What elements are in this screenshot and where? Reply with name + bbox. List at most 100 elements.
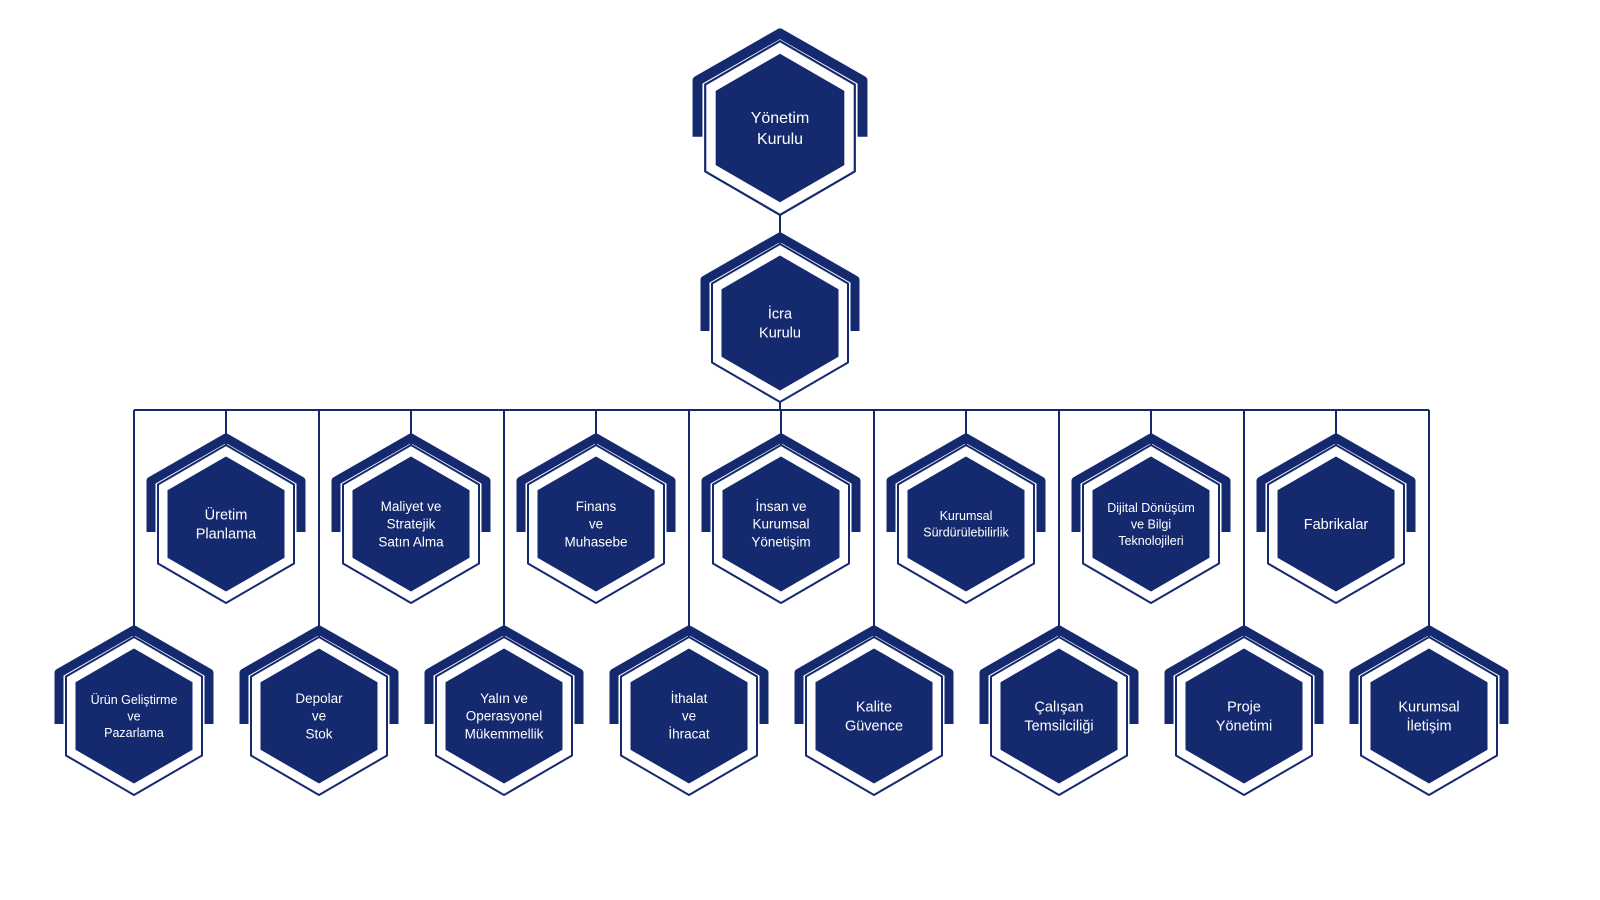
node-label-line: Stratejik bbox=[387, 517, 436, 532]
node-label-line: Muhasebe bbox=[564, 535, 627, 550]
node-label-line: ve bbox=[312, 709, 326, 724]
node-label-line: Çalışan bbox=[1034, 699, 1083, 715]
hex-fill bbox=[352, 456, 470, 592]
connectors bbox=[133, 214, 1430, 637]
hex-fill bbox=[75, 648, 193, 784]
node-label-line: Güvence bbox=[845, 719, 903, 735]
node-label-line: İletişim bbox=[1406, 717, 1451, 735]
node-label-line: ve bbox=[682, 709, 696, 724]
hex-fill bbox=[1277, 456, 1395, 592]
hex-fill bbox=[722, 456, 840, 592]
hex-bracket bbox=[331, 433, 491, 532]
node-label-line: Maliyet ve bbox=[381, 499, 442, 514]
hex-fill bbox=[445, 648, 563, 784]
node-label-line: Kalite bbox=[856, 699, 892, 715]
node-label-line: Operasyonel bbox=[466, 709, 543, 724]
node-label-line: Satın Alma bbox=[378, 535, 444, 550]
node-label-line: ve bbox=[589, 517, 603, 532]
node-label-line: ve Bilgi bbox=[1131, 517, 1171, 531]
node-label: Fabrikalar bbox=[1304, 517, 1369, 533]
hex-bracket bbox=[609, 625, 769, 724]
hex-fill bbox=[630, 648, 748, 784]
hex-bracket bbox=[886, 433, 1046, 532]
hex-fill bbox=[1370, 648, 1488, 784]
node-label-line: İcra bbox=[768, 304, 793, 322]
hex-bracket bbox=[239, 625, 399, 724]
node-label-line: Sürdürülebilirlik bbox=[923, 526, 1009, 540]
node-label-line: Kurulu bbox=[759, 326, 801, 342]
hex-fill bbox=[1000, 648, 1118, 784]
hex-fill bbox=[715, 53, 845, 203]
node-label-line: Pazarlama bbox=[104, 726, 164, 740]
node-label-line: Üretim bbox=[205, 505, 248, 523]
node-label-line: Yönetişim bbox=[751, 535, 810, 550]
hex-bracket bbox=[979, 625, 1139, 724]
node-label-line: Yönetimi bbox=[1216, 719, 1272, 735]
node-label-line: Yalın ve bbox=[480, 691, 528, 706]
node-label-line: Fabrikalar bbox=[1304, 517, 1369, 533]
node-label-line: Kurumsal bbox=[752, 517, 809, 532]
hex-bracket bbox=[1164, 625, 1324, 724]
hex-fill bbox=[1092, 456, 1210, 592]
node-label-line: Kurumsal bbox=[940, 509, 993, 523]
hex-bracket bbox=[1256, 433, 1416, 532]
hex-fill bbox=[815, 648, 933, 784]
node-fabrikalar[interactable]: Fabrikalar bbox=[1256, 433, 1416, 604]
node-label-line: Proje bbox=[1227, 699, 1261, 715]
node-label-line: Depolar bbox=[295, 691, 343, 706]
hex-bracket bbox=[794, 625, 954, 724]
node-label-line: Yönetim bbox=[751, 110, 809, 127]
hex-fill bbox=[537, 456, 655, 592]
node-label-line: Kurumsal bbox=[1398, 699, 1459, 715]
hex-fill bbox=[1185, 648, 1303, 784]
hex-fill bbox=[260, 648, 378, 784]
hex-bracket bbox=[424, 625, 584, 724]
node-label-line: ve bbox=[127, 709, 140, 723]
hex-bracket bbox=[1071, 433, 1231, 532]
hex-bracket bbox=[1349, 625, 1509, 724]
node-label-line: Planlama bbox=[196, 527, 257, 543]
node-label-line: İhracat bbox=[668, 727, 710, 742]
node-label-line: Stok bbox=[305, 727, 332, 742]
node-label-line: Mükemmellik bbox=[465, 727, 544, 742]
hex-bracket bbox=[54, 625, 214, 724]
node-label-line: Dijital Dönüşüm bbox=[1107, 501, 1195, 515]
hex-bracket bbox=[692, 28, 868, 137]
hex-bracket bbox=[516, 433, 676, 532]
hex-fill bbox=[167, 456, 285, 592]
hex-bracket bbox=[146, 433, 306, 532]
node-label-line: Kurulu bbox=[757, 131, 803, 148]
node-label-line: İthalat bbox=[671, 691, 708, 706]
